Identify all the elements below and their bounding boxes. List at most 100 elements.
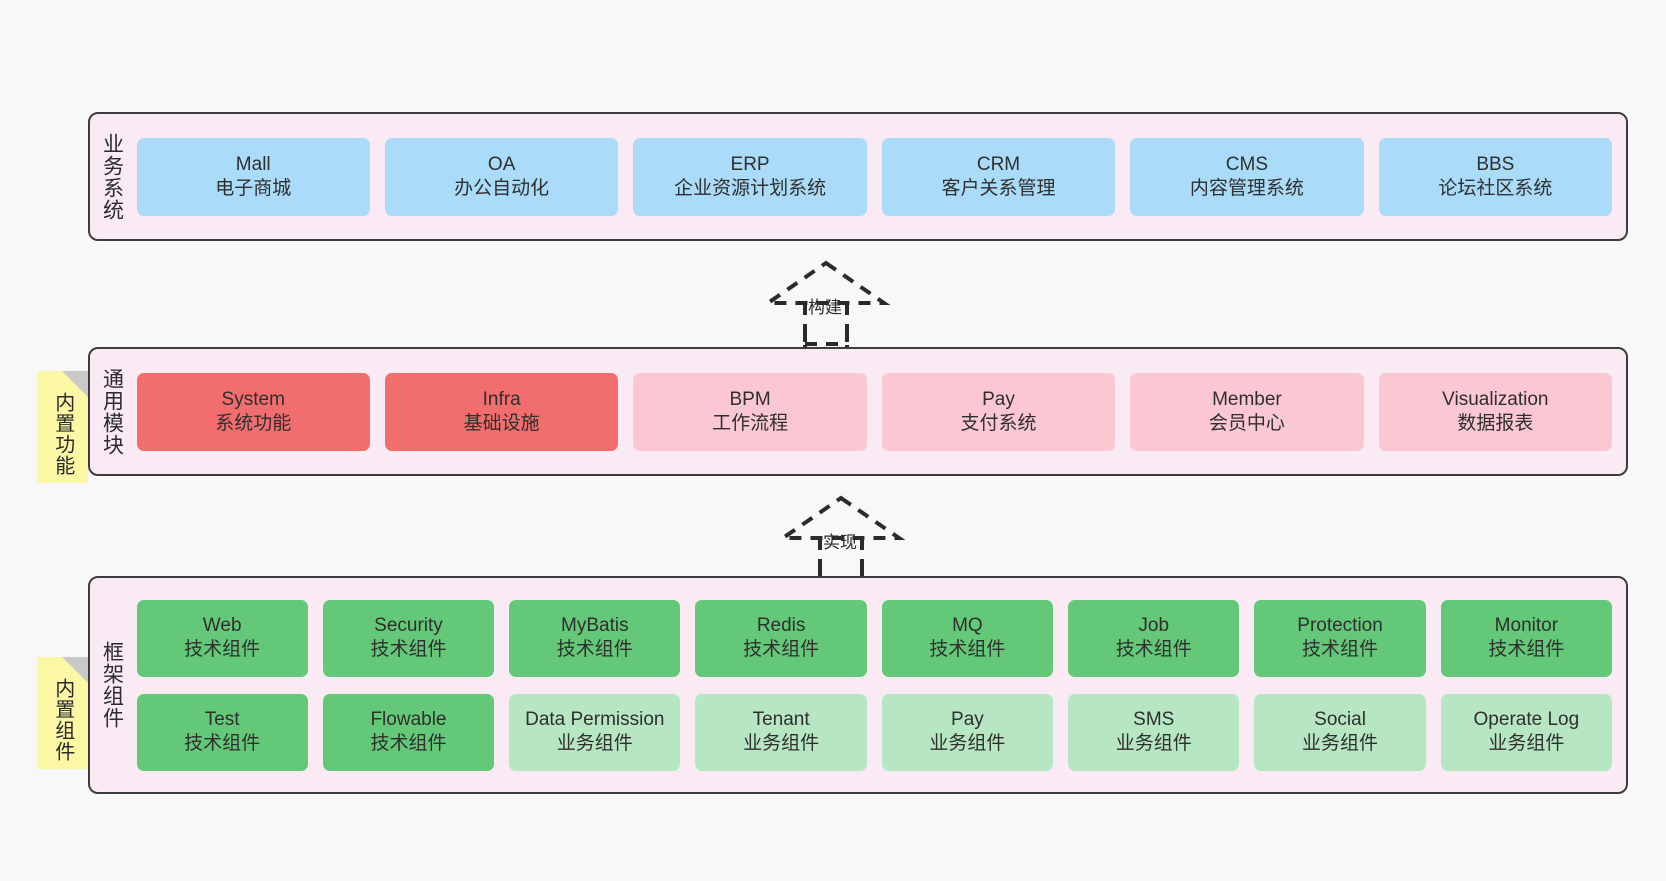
- node-subtitle: 企业资源计划系统: [674, 177, 827, 199]
- node-protection[interactable]: Protection 技术组件: [1254, 599, 1426, 677]
- node-pay[interactable]: Pay 支付系统: [881, 372, 1116, 451]
- node-title: MyBatis: [561, 615, 629, 637]
- node-test[interactable]: Test 技术组件: [136, 693, 308, 771]
- node-subtitle: 电子商城: [215, 177, 292, 199]
- node-operate-log[interactable]: Operate Log 业务组件: [1440, 693, 1613, 771]
- node-subtitle: 技术组件: [743, 639, 820, 660]
- node-title: Protection: [1297, 615, 1383, 637]
- note-text: 内置功能: [51, 392, 74, 476]
- layer-title-business-systems: 业务系统: [100, 132, 124, 221]
- node-title: Test: [204, 709, 240, 731]
- node-title: MQ: [952, 615, 983, 637]
- node-title: Flowable: [370, 709, 447, 731]
- node-title: Tenant: [752, 709, 810, 731]
- connector-label-implement: 实现: [823, 533, 857, 552]
- node-title: Redis: [756, 615, 806, 637]
- node-title: Operate Log: [1473, 709, 1580, 731]
- node-title: Infra: [482, 388, 521, 410]
- node-subtitle: 技术组件: [929, 639, 1006, 660]
- node-title: Visualization: [1442, 388, 1549, 410]
- node-title: ERP: [730, 153, 770, 175]
- node-title: Security: [374, 615, 443, 637]
- node-subtitle: 业务组件: [1115, 733, 1192, 754]
- node-subtitle: 技术组件: [370, 639, 447, 660]
- node-redis[interactable]: Redis 技术组件: [695, 599, 867, 677]
- connector-label-build: 构建: [808, 298, 842, 317]
- node-subtitle: 工作流程: [712, 412, 789, 434]
- node-pay-component[interactable]: Pay 业务组件: [881, 693, 1054, 771]
- node-subtitle: 业务组件: [1302, 733, 1379, 754]
- layer-title-framework-components: 框架组件: [100, 641, 124, 729]
- layer-framework-components: 框架组件 Web 技术组件 Security 技术组件 MyBatis 技术组件…: [88, 576, 1628, 794]
- node-title: System: [221, 388, 285, 410]
- node-subtitle: 技术组件: [184, 639, 261, 660]
- layer-common-modules: 通用模块 System 系统功能 Infra 基础设施 BPM 工作流程 Pay…: [88, 347, 1628, 476]
- node-mybatis[interactable]: MyBatis 技术组件: [509, 599, 681, 677]
- node-title: Mall: [235, 153, 271, 175]
- node-tenant[interactable]: Tenant 业务组件: [695, 693, 867, 771]
- node-subtitle: 办公自动化: [454, 177, 550, 199]
- layer-body-framework-components: Web 技术组件 Security 技术组件 MyBatis 技术组件 Redi…: [133, 578, 1626, 792]
- node-monitor[interactable]: Monitor 技术组件: [1440, 599, 1613, 677]
- node-title: BBS: [1476, 153, 1515, 175]
- node-subtitle: 系统功能: [215, 412, 292, 434]
- node-oa[interactable]: OA 办公自动化: [384, 137, 619, 216]
- node-mall[interactable]: Mall 电子商城: [136, 137, 370, 216]
- node-system[interactable]: System 系统功能: [136, 372, 370, 451]
- node-flowable[interactable]: Flowable 技术组件: [322, 693, 495, 771]
- node-title: Monitor: [1494, 615, 1559, 637]
- node-title: Pay: [951, 709, 984, 731]
- node-row-technical: Web 技术组件 Security 技术组件 MyBatis 技术组件 Redi…: [136, 599, 1613, 677]
- node-erp[interactable]: ERP 企业资源计划系统: [633, 137, 867, 216]
- node-subtitle: 技术组件: [370, 733, 447, 754]
- node-title: CRM: [976, 153, 1021, 175]
- note-builtin-components: 内置组件: [37, 657, 88, 769]
- node-subtitle: 会员中心: [1208, 412, 1285, 434]
- node-row-business: Test 技术组件 Flowable 技术组件 Data Permission …: [136, 693, 1613, 771]
- node-title: Pay: [982, 388, 1015, 410]
- node-bbs[interactable]: BBS 论坛社区系统: [1378, 137, 1613, 216]
- note-fold-corner: [62, 371, 88, 397]
- node-subtitle: 业务组件: [1488, 733, 1565, 754]
- node-infra[interactable]: Infra 基础设施: [384, 372, 619, 451]
- node-subtitle: 基础设施: [463, 412, 540, 434]
- node-subtitle: 技术组件: [184, 733, 261, 754]
- note-builtin-features: 内置功能: [37, 371, 88, 483]
- node-title: CMS: [1225, 153, 1269, 175]
- node-subtitle: 技术组件: [1488, 639, 1565, 660]
- node-social[interactable]: Social 业务组件: [1254, 693, 1426, 771]
- node-subtitle: 技术组件: [1302, 639, 1379, 660]
- node-bpm[interactable]: BPM 工作流程: [633, 372, 867, 451]
- node-subtitle: 内容管理系统: [1189, 177, 1304, 199]
- node-member[interactable]: Member 会员中心: [1130, 372, 1364, 451]
- node-subtitle: 业务组件: [556, 733, 633, 754]
- note-fold-corner: [62, 657, 88, 683]
- node-cms[interactable]: CMS 内容管理系统: [1130, 137, 1364, 216]
- node-sms[interactable]: SMS 业务组件: [1068, 693, 1240, 771]
- node-visualization[interactable]: Visualization 数据报表: [1378, 372, 1613, 451]
- note-text: 内置组件: [51, 678, 74, 762]
- node-title: BPM: [729, 388, 771, 410]
- node-row: System 系统功能 Infra 基础设施 BPM 工作流程 Pay 支付系统…: [136, 372, 1613, 451]
- node-security[interactable]: Security 技术组件: [322, 599, 495, 677]
- node-subtitle: 业务组件: [743, 733, 820, 754]
- node-title: Member: [1212, 388, 1282, 410]
- node-title: Data Permission: [525, 709, 665, 731]
- node-job[interactable]: Job 技术组件: [1068, 599, 1240, 677]
- node-row: Mall 电子商城 OA 办公自动化 ERP 企业资源计划系统 CRM 客户关系…: [136, 137, 1613, 216]
- node-title: Job: [1138, 615, 1170, 637]
- layer-body-business-systems: Mall 电子商城 OA 办公自动化 ERP 企业资源计划系统 CRM 客户关系…: [133, 114, 1626, 239]
- node-web[interactable]: Web 技术组件: [136, 599, 308, 677]
- node-data-permission[interactable]: Data Permission 业务组件: [509, 693, 681, 771]
- node-title: OA: [487, 153, 516, 175]
- layer-title-common-modules: 通用模块: [100, 367, 124, 456]
- node-mq[interactable]: MQ 技术组件: [881, 599, 1054, 677]
- node-crm[interactable]: CRM 客户关系管理: [881, 137, 1116, 216]
- node-title: Social: [1314, 709, 1366, 731]
- layer-body-common-modules: System 系统功能 Infra 基础设施 BPM 工作流程 Pay 支付系统…: [133, 349, 1626, 474]
- node-subtitle: 论坛社区系统: [1438, 177, 1553, 199]
- node-subtitle: 数据报表: [1457, 412, 1534, 434]
- node-subtitle: 技术组件: [1115, 639, 1192, 660]
- node-subtitle: 技术组件: [556, 639, 633, 660]
